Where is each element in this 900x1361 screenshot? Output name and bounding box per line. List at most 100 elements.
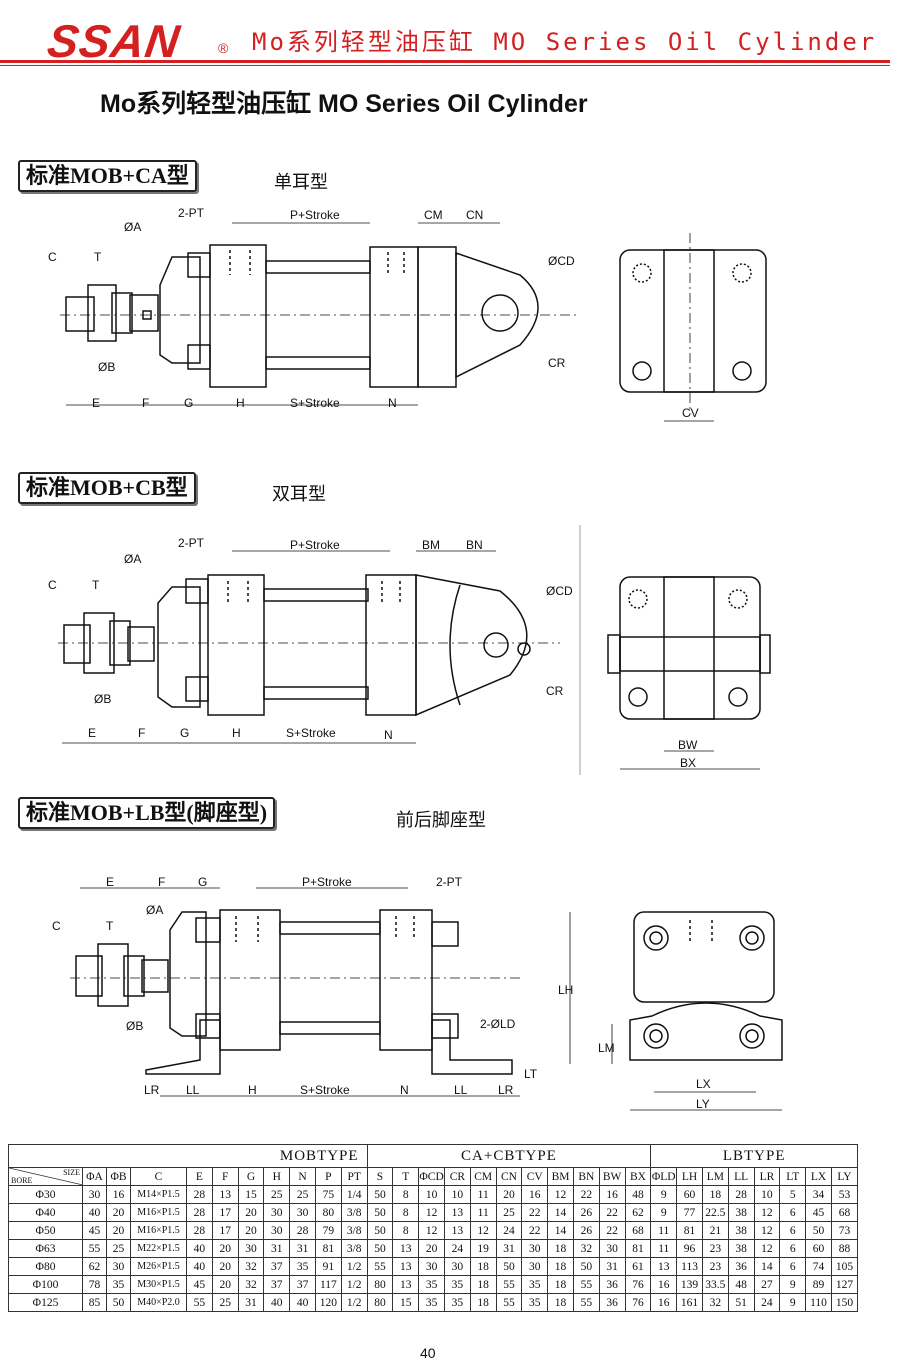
svg-text:ØCD: ØCD	[548, 254, 575, 268]
table-cell: 88	[830, 1239, 859, 1258]
table-cell: 31	[289, 1239, 316, 1258]
table-cell: 161	[676, 1293, 703, 1312]
table-cell: 53	[830, 1185, 859, 1204]
svg-text:E: E	[88, 726, 96, 740]
svg-text:F: F	[142, 396, 149, 410]
table-cell: 12	[547, 1185, 574, 1204]
table-cell: 89	[805, 1275, 832, 1294]
svg-text:G: G	[180, 726, 189, 740]
table-cell: 8	[392, 1221, 420, 1240]
table-cell: 20	[418, 1239, 445, 1258]
rod-nut	[97, 943, 129, 1007]
svg-text:N: N	[400, 1083, 409, 1097]
table-cell: 35	[106, 1275, 131, 1294]
table-cell: 10	[753, 1185, 781, 1204]
column-header: CR	[443, 1167, 471, 1186]
table-cell: 35	[289, 1257, 316, 1276]
table-cell: 22	[521, 1203, 549, 1222]
table-cell: 20	[237, 1203, 265, 1222]
front-cover	[159, 256, 201, 364]
table-cell: 55	[572, 1293, 600, 1312]
table-cell: 31	[237, 1293, 265, 1312]
column-header: S	[366, 1167, 394, 1186]
registered-mark: ®	[218, 40, 229, 56]
table-cell: 18	[701, 1185, 729, 1204]
table-cell: 50	[805, 1221, 832, 1240]
svg-text:E: E	[92, 396, 100, 410]
table-cell: 25	[106, 1239, 131, 1258]
svg-text:ØB: ØB	[98, 360, 115, 374]
column-header: F	[211, 1167, 239, 1186]
table-cell: 50	[495, 1257, 523, 1276]
svg-text:CM: CM	[424, 208, 443, 222]
svg-text:LX: LX	[696, 1077, 711, 1091]
table-cell: 9	[650, 1203, 678, 1222]
svg-text:ØB: ØB	[126, 1019, 143, 1033]
table-cell: 12	[753, 1239, 781, 1258]
table-cell: 6	[779, 1257, 807, 1276]
section-lb-label: 标准MOB+LB型(脚座型)	[18, 797, 276, 829]
table-cell: 117	[314, 1275, 342, 1294]
svg-text:T: T	[92, 578, 100, 592]
table-cell: 13	[443, 1221, 471, 1240]
table-cell: 35	[521, 1275, 549, 1294]
table-cell: 9	[779, 1293, 807, 1312]
svg-text:LT: LT	[524, 1067, 538, 1081]
table-cell: 127	[830, 1275, 859, 1294]
svg-text:C: C	[48, 578, 57, 592]
table-cell: 40	[263, 1293, 291, 1312]
table-cell: 15	[392, 1293, 420, 1312]
svg-text:T: T	[94, 250, 102, 264]
table-cell: 5	[779, 1185, 807, 1204]
svg-text:G: G	[198, 875, 207, 889]
table-cell: 17	[211, 1203, 239, 1222]
table-cell: 16	[521, 1185, 549, 1204]
page-number: 40	[420, 1345, 436, 1361]
bore-cell: Φ63	[8, 1239, 83, 1258]
svg-text:2-ØLD: 2-ØLD	[480, 1017, 516, 1031]
table-cell: 19	[469, 1239, 497, 1258]
table-cell: 24	[495, 1221, 523, 1240]
table-cell: 25	[263, 1185, 291, 1204]
table-cell: 25	[495, 1203, 523, 1222]
front-foot	[145, 1019, 221, 1075]
table-cell: 11	[650, 1239, 678, 1258]
table-cell: 75	[314, 1185, 342, 1204]
table-cell: 60	[676, 1185, 703, 1204]
column-header: G	[237, 1167, 265, 1186]
table-cell: 78	[82, 1275, 107, 1294]
table-cell: 22	[521, 1221, 549, 1240]
svg-text:LM: LM	[598, 1041, 615, 1055]
table-cell: 28	[186, 1203, 213, 1222]
column-header: LR	[753, 1167, 781, 1186]
column-header: ΦB	[106, 1167, 131, 1186]
table-cell: 22	[598, 1221, 626, 1240]
table-cell: 30	[521, 1239, 549, 1258]
table-cell: 12	[753, 1203, 781, 1222]
table-cell: 85	[82, 1293, 107, 1312]
front-head	[207, 574, 265, 716]
table-cell: 68	[830, 1203, 859, 1222]
table-cell: 110	[805, 1293, 832, 1312]
table-cell: 80	[366, 1293, 394, 1312]
column-header: ΦCD	[418, 1167, 445, 1186]
column-header: LY	[830, 1167, 859, 1186]
svg-text:CV: CV	[682, 406, 699, 420]
bore-cell: Φ40	[8, 1203, 83, 1222]
section-cb-label: 标准MOB+CB型	[18, 472, 196, 504]
group-cacbtype: CA+CBTYPE	[366, 1144, 652, 1168]
table-cell: 38	[727, 1239, 755, 1258]
svg-text:N: N	[384, 728, 393, 742]
svg-text:LL: LL	[186, 1083, 200, 1097]
table-cell: 21	[701, 1221, 729, 1240]
table-cell: 35	[443, 1293, 471, 1312]
rear-head	[379, 909, 433, 1051]
column-header: N	[289, 1167, 316, 1186]
table-cell: 12	[418, 1203, 445, 1222]
table-cell: 11	[469, 1185, 497, 1204]
ca-side-view	[619, 249, 767, 393]
